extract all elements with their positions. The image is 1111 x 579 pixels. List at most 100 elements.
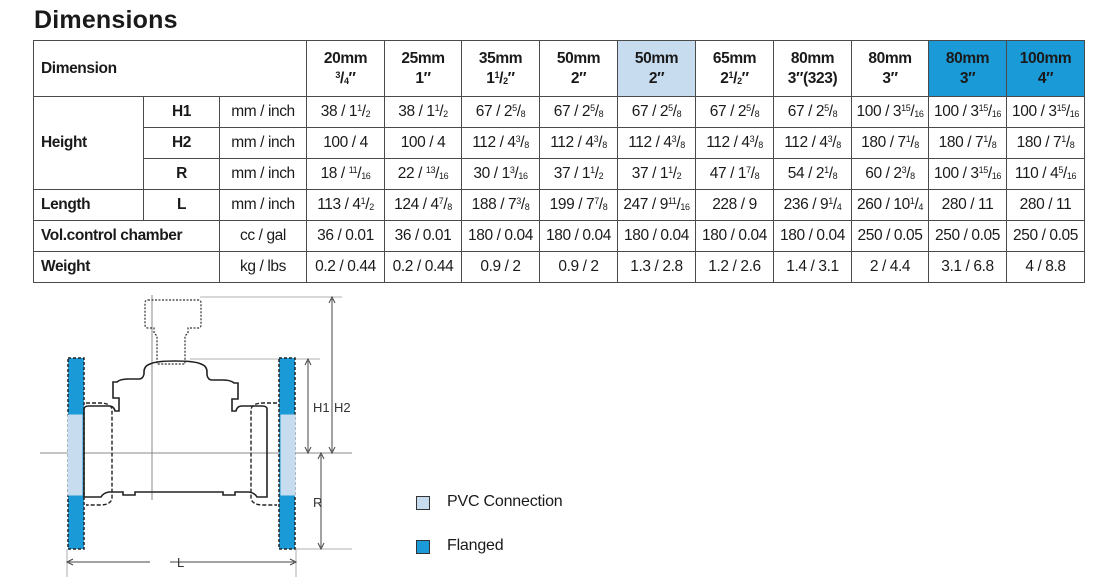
valve-dimension-diagram: H1 H2 R L <box>40 295 352 577</box>
table-cell: 100 / 315/16 <box>928 158 1007 190</box>
table-cell: 0.2 / 0.44 <box>306 251 385 283</box>
table-cell: 2 / 4.4 <box>851 251 929 283</box>
table-cell: 180 / 0.04 <box>461 220 540 252</box>
column-mm: 80mm <box>868 49 912 67</box>
label-l: L <box>177 555 184 570</box>
table-cell: 110 / 45/16 <box>1006 158 1085 190</box>
column-inch: 3″ <box>959 69 976 87</box>
table-cell: 180 / 71/8 <box>928 127 1007 159</box>
column-header: 80mm 3″(323) <box>773 40 852 97</box>
table-cell: 112 / 43/8 <box>617 127 696 159</box>
table-cell: 112 / 43/8 <box>461 127 540 159</box>
table-cell: 18 / 11/16 <box>306 158 385 190</box>
table-cell: 36 / 0.01 <box>306 220 385 252</box>
table-cell: 37 / 11/2 <box>617 158 696 190</box>
table-cell: 199 / 77/8 <box>539 189 618 221</box>
table-cell: 180 / 71/8 <box>851 127 929 159</box>
row-sub-label: R <box>143 158 220 190</box>
column-inch: 2″ <box>648 69 665 87</box>
table-cell: 22 / 13/16 <box>384 158 462 190</box>
column-mm: 25mm <box>401 49 445 67</box>
table-cell: 260 / 101/4 <box>851 189 929 221</box>
column-mm: 50mm <box>556 49 601 67</box>
table-cell: 100 / 4 <box>384 127 462 159</box>
table-cell: 1.3 / 2.8 <box>617 251 696 283</box>
column-mm: 80mm <box>945 49 990 67</box>
row-group-label: Vol.control chamber <box>33 220 220 252</box>
table-cell: 0.9 / 2 <box>539 251 618 283</box>
table-cell: 38 / 11/2 <box>384 96 462 128</box>
table-cell: 188 / 73/8 <box>461 189 540 221</box>
column-inch: 3″(323) <box>787 69 838 87</box>
column-mm: 100mm <box>1019 49 1072 67</box>
table-cell: 280 / 11 <box>1006 189 1085 221</box>
row-group-label: Height <box>33 96 144 190</box>
column-header: 65mm 21/2″ <box>695 40 774 97</box>
table-cell: 4 / 8.8 <box>1006 251 1085 283</box>
table-cell: 180 / 71/8 <box>1006 127 1085 159</box>
column-mm: 65mm <box>712 49 757 67</box>
label-h1: H1 <box>313 400 330 415</box>
row-sub-label: L <box>143 189 220 221</box>
table-cell: 100 / 4 <box>306 127 385 159</box>
column-mm: 80mm <box>790 49 835 67</box>
table-cell: 3.1 / 6.8 <box>928 251 1007 283</box>
row-unit: mm / inch <box>219 127 307 159</box>
table-cell: 67 / 25/8 <box>461 96 540 128</box>
column-inch: 3/4″ <box>335 69 356 87</box>
column-header: 25mm 1″ <box>384 40 462 97</box>
table-cell: 1.2 / 2.6 <box>695 251 774 283</box>
column-inch: 3″ <box>882 69 898 87</box>
row-group-label: Weight <box>33 251 220 283</box>
column-inch: 1″ <box>415 69 431 87</box>
table-cell: 0.2 / 0.44 <box>384 251 462 283</box>
column-header: 35mm 11/2″ <box>461 40 540 97</box>
table-cell: 247 / 911/16 <box>617 189 696 221</box>
row-unit: mm / inch <box>219 158 307 190</box>
legend-label: Flanged <box>447 537 504 554</box>
column-inch: 21/2″ <box>720 69 749 87</box>
table-cell: 112 / 43/8 <box>695 127 774 159</box>
table-cell: 250 / 0.05 <box>928 220 1007 252</box>
table-cell: 180 / 0.04 <box>695 220 774 252</box>
header-dimension: Dimension <box>33 40 307 97</box>
flanged-swatch-icon <box>416 540 430 554</box>
row-unit: mm / inch <box>219 96 307 128</box>
column-inch: 4″ <box>1037 69 1054 87</box>
table-cell: 100 / 315/16 <box>928 96 1007 128</box>
row-unit: cc / gal <box>219 220 307 252</box>
column-mm: 35mm <box>478 49 523 67</box>
table-cell: 280 / 11 <box>928 189 1007 221</box>
table-cell: 180 / 0.04 <box>773 220 852 252</box>
table-cell: 124 / 47/8 <box>384 189 462 221</box>
label-r: R <box>313 495 322 510</box>
row-sub-label: H1 <box>143 96 220 128</box>
table-cell: 38 / 11/2 <box>306 96 385 128</box>
row-unit: mm / inch <box>219 189 307 221</box>
table-cell: 47 / 17/8 <box>695 158 774 190</box>
table-cell: 100 / 315/16 <box>1006 96 1085 128</box>
table-cell: 67 / 25/8 <box>617 96 696 128</box>
table-cell: 236 / 91/4 <box>773 189 852 221</box>
column-header: 80mm 3″ <box>928 40 1007 97</box>
table-cell: 180 / 0.04 <box>539 220 618 252</box>
column-inch: 11/2″ <box>486 69 515 87</box>
table-cell: 112 / 43/8 <box>539 127 618 159</box>
table-cell: 250 / 0.05 <box>1006 220 1085 252</box>
table-cell: 1.4 / 3.1 <box>773 251 852 283</box>
table-cell: 30 / 13/16 <box>461 158 540 190</box>
table-cell: 112 / 43/8 <box>773 127 852 159</box>
table-cell: 113 / 41/2 <box>306 189 385 221</box>
table-cell: 180 / 0.04 <box>617 220 696 252</box>
table-cell: 60 / 23/8 <box>851 158 929 190</box>
table-cell: 67 / 25/8 <box>695 96 774 128</box>
